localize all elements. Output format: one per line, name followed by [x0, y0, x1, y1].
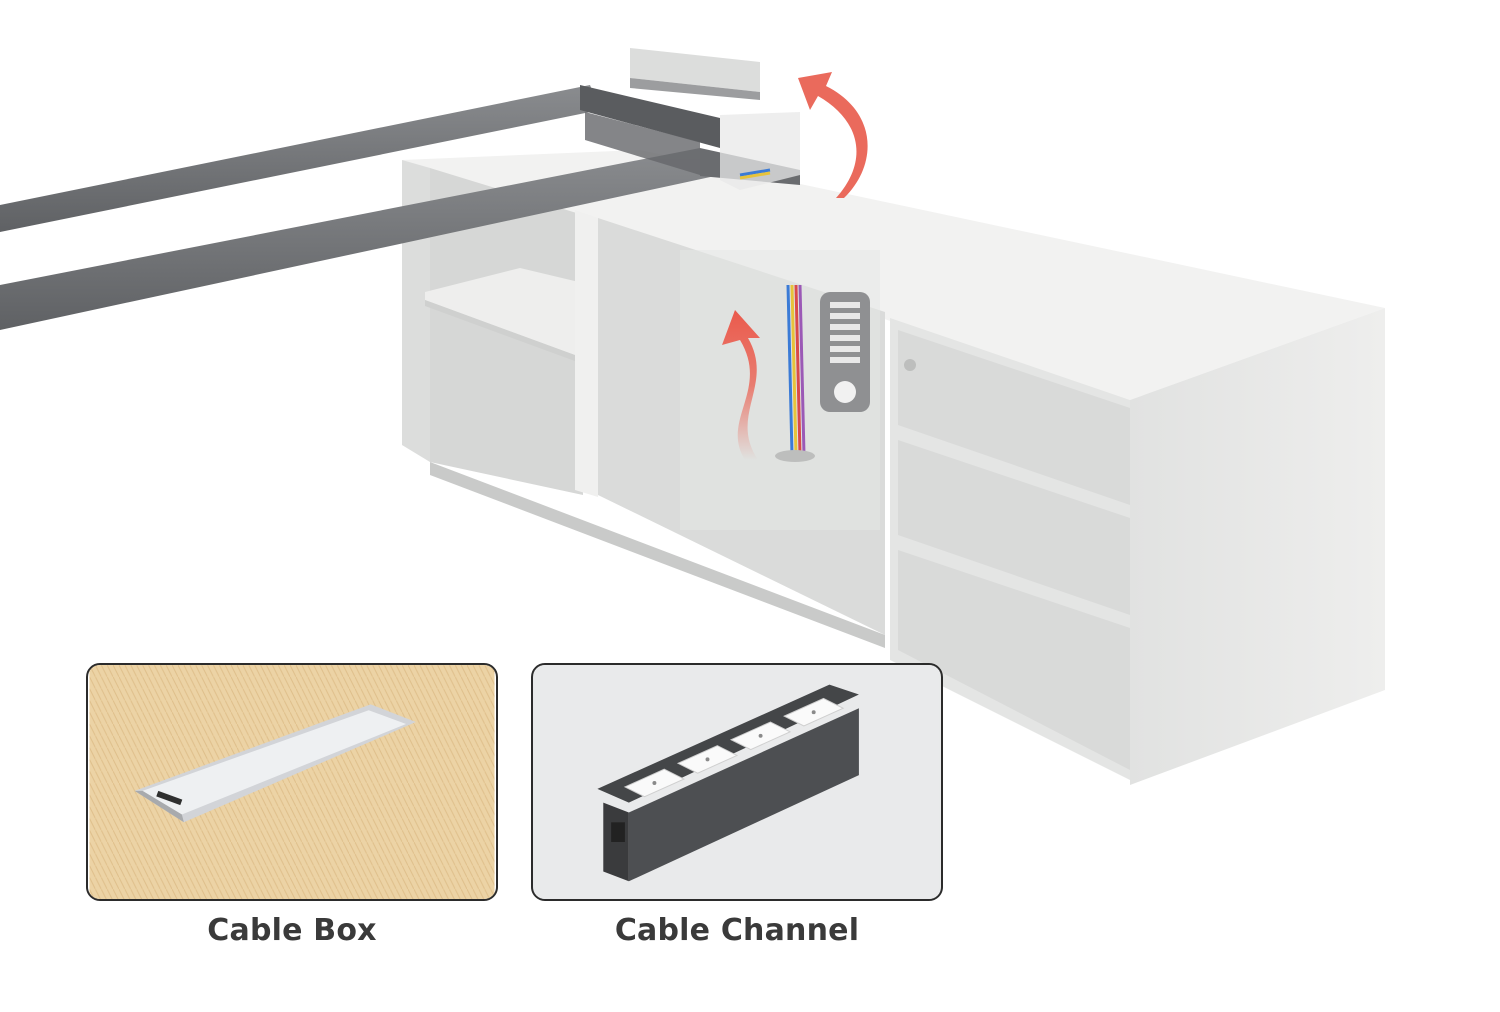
storage-cabinet — [402, 150, 1385, 785]
desk-frame — [0, 48, 800, 330]
cable-box-panel — [86, 663, 498, 901]
cable-channel-image — [534, 665, 940, 899]
cable-channel-panel — [531, 663, 943, 901]
cable-up-arrow — [722, 310, 760, 460]
cable-box-caption: Cable Box — [207, 913, 377, 948]
desk-cable-box-icon — [134, 704, 416, 823]
cable-box-image — [89, 665, 495, 899]
cable-top-arrow — [798, 72, 868, 198]
cable-channel-caption: Cable Channel — [614, 913, 860, 948]
power-socket-channel-icon — [597, 684, 859, 882]
